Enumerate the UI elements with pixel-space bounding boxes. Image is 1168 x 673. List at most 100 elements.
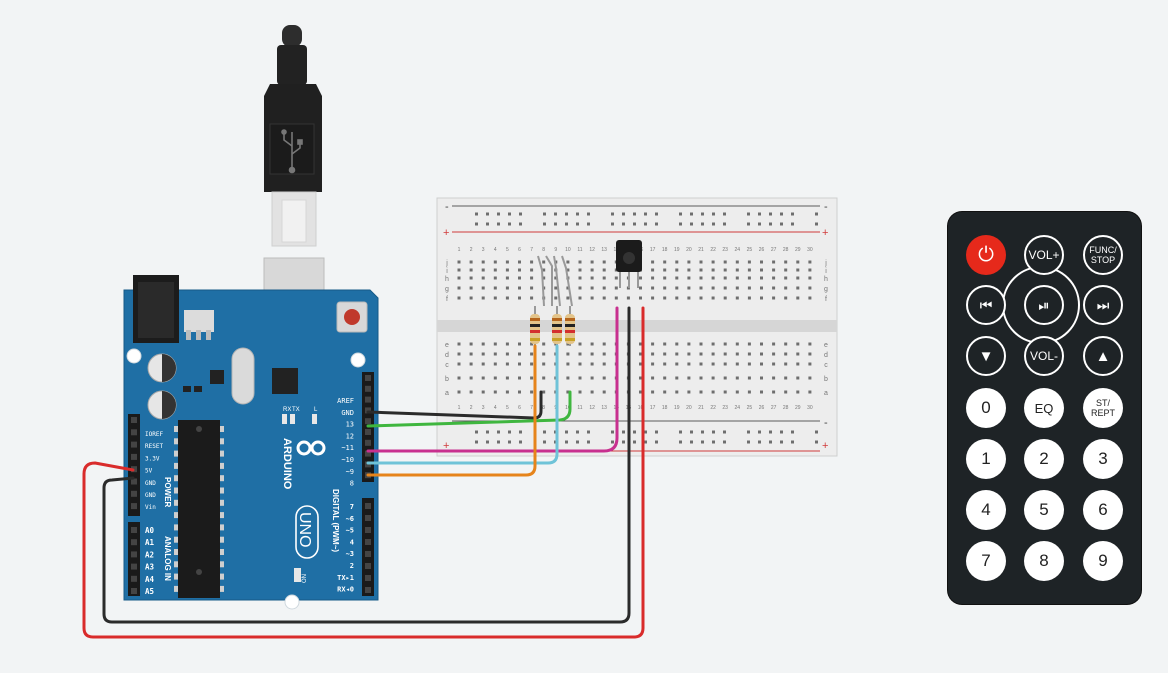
digit-6-label: 6 (1098, 500, 1108, 519)
play-pause-button[interactable]: ⏯ (1024, 285, 1064, 325)
resistor[interactable] (552, 306, 562, 346)
rail-plus-bottom-right: + (822, 440, 828, 452)
analog-header[interactable] (128, 522, 140, 596)
pin-label: ~10 (341, 456, 354, 464)
column-label: 1 (458, 405, 461, 411)
analog-section-label: ANALOG IN (163, 536, 172, 581)
column-label: 22 (710, 247, 716, 253)
column-label: 26 (759, 405, 765, 411)
rgb-led[interactable] (537, 255, 573, 307)
digital-header-bottom[interactable] (362, 498, 374, 596)
usb-cable[interactable] (263, 25, 325, 337)
rail-minus-top-left: - (445, 201, 449, 213)
pin-label: 7 (350, 503, 354, 511)
up-arrow-icon: ▲ (1095, 347, 1111, 365)
eq-button[interactable]: EQ (1024, 388, 1064, 428)
column-label: 4 (494, 405, 497, 411)
breadboard[interactable]: - + - + - + - + 112233445566778899101011… (436, 197, 838, 457)
pin-label: TX▸1 (337, 574, 354, 582)
st-rept-label: ST/ REPT (1090, 398, 1115, 418)
column-label: 9 (554, 247, 557, 253)
column-label: 25 (747, 247, 753, 253)
reset-button[interactable] (336, 301, 368, 333)
row-label: e (445, 342, 449, 349)
column-label: 7 (530, 247, 533, 253)
row-label: d (824, 352, 828, 359)
power-button[interactable]: ⏻ (966, 235, 1006, 275)
pin-label: ~6 (346, 515, 354, 523)
column-label: 3 (482, 247, 485, 253)
digit-2-button[interactable]: 2 (1024, 439, 1064, 479)
vol-minus-button[interactable]: VOL- (1024, 336, 1064, 376)
st-rept-button[interactable]: ST/ REPT (1083, 388, 1123, 428)
digit-6-button[interactable]: 6 (1083, 490, 1123, 530)
row-label: b (824, 376, 828, 383)
mounting-hole (126, 348, 142, 364)
func-stop-button[interactable]: FUNC/ STOP (1083, 235, 1123, 275)
ir-remote[interactable]: ⏻ VOL+ FUNC/ STOP ⏮ ⏯ ⏭ ▼ VOL- ▲ 0 EQ ST… (948, 212, 1141, 604)
row-label: a (824, 390, 828, 397)
up-button[interactable]: ▲ (1083, 336, 1123, 376)
vol-plus-label: VOL+ (1028, 248, 1060, 262)
usb-icon (281, 129, 303, 174)
next-icon: ⏭ (1096, 296, 1110, 313)
column-label: 28 (783, 405, 789, 411)
row-label: j (824, 260, 827, 267)
pin-label: 3.3V (145, 455, 160, 462)
wire-pink-11[interactable] (366, 306, 619, 453)
resistor[interactable] (565, 306, 575, 346)
column-label: 16 (638, 405, 644, 411)
wire-black-gnd[interactable] (102, 306, 631, 624)
column-label: 1 (458, 247, 461, 253)
column-label: 8 (542, 247, 545, 253)
l-led (312, 414, 317, 424)
column-label: 17 (650, 247, 656, 253)
pin-label: GND (145, 480, 156, 487)
wire-cyan-10[interactable] (366, 344, 559, 465)
vol-plus-button[interactable]: VOL+ (1024, 235, 1064, 275)
wire-orange-9[interactable] (366, 344, 537, 477)
row-label: g (824, 286, 828, 293)
column-label: 18 (662, 247, 668, 253)
on-led (294, 568, 301, 582)
digit-9-button[interactable]: 9 (1083, 541, 1123, 581)
column-label: 6 (518, 405, 521, 411)
digit-5-button[interactable]: 5 (1024, 490, 1064, 530)
digit-8-button[interactable]: 8 (1024, 541, 1064, 581)
digit-0-button[interactable]: 0 (966, 388, 1006, 428)
wire-red-5v[interactable] (82, 306, 645, 639)
digit-4-button[interactable]: 4 (966, 490, 1006, 530)
ir-receiver[interactable] (616, 240, 642, 288)
arduino-uno-board[interactable]: RX TX L ARDUINO UNO ON IOREFRESET3.3V5VG… (123, 275, 379, 610)
next-button[interactable]: ⏭ (1083, 285, 1123, 325)
prev-button[interactable]: ⏮ (966, 285, 1006, 325)
digit-7-button[interactable]: 7 (966, 541, 1006, 581)
digit-3-button[interactable]: 3 (1083, 439, 1123, 479)
power-header[interactable] (128, 414, 140, 516)
rx-led (282, 414, 287, 424)
crystal-oscillator (231, 347, 255, 405)
pin-label: A0 (145, 526, 155, 535)
row-label: c (824, 362, 828, 369)
digit-8-label: 8 (1039, 551, 1049, 570)
digit-3-label: 3 (1098, 449, 1108, 468)
down-button[interactable]: ▼ (966, 336, 1006, 376)
column-label: 11 (577, 405, 582, 411)
column-label: 17 (650, 405, 656, 411)
row-label: h (445, 276, 449, 283)
pin-label: 8 (350, 480, 354, 488)
digit-4-label: 4 (981, 500, 991, 519)
pin-label: A5 (145, 587, 154, 596)
digital-section-label: DIGITAL (PWM~) (331, 489, 340, 552)
column-label: 3 (482, 405, 485, 411)
breadboard-holes[interactable] (457, 212, 819, 444)
digit-1-button[interactable]: 1 (966, 439, 1006, 479)
rail-plus-top-right: + (822, 227, 828, 239)
resistor[interactable] (530, 306, 540, 346)
pin-label: 13 (346, 421, 354, 429)
column-label: 7 (530, 405, 533, 411)
pin-label: GND (145, 492, 156, 499)
column-label: 10 (565, 247, 571, 253)
wire-green-13[interactable] (366, 390, 572, 428)
